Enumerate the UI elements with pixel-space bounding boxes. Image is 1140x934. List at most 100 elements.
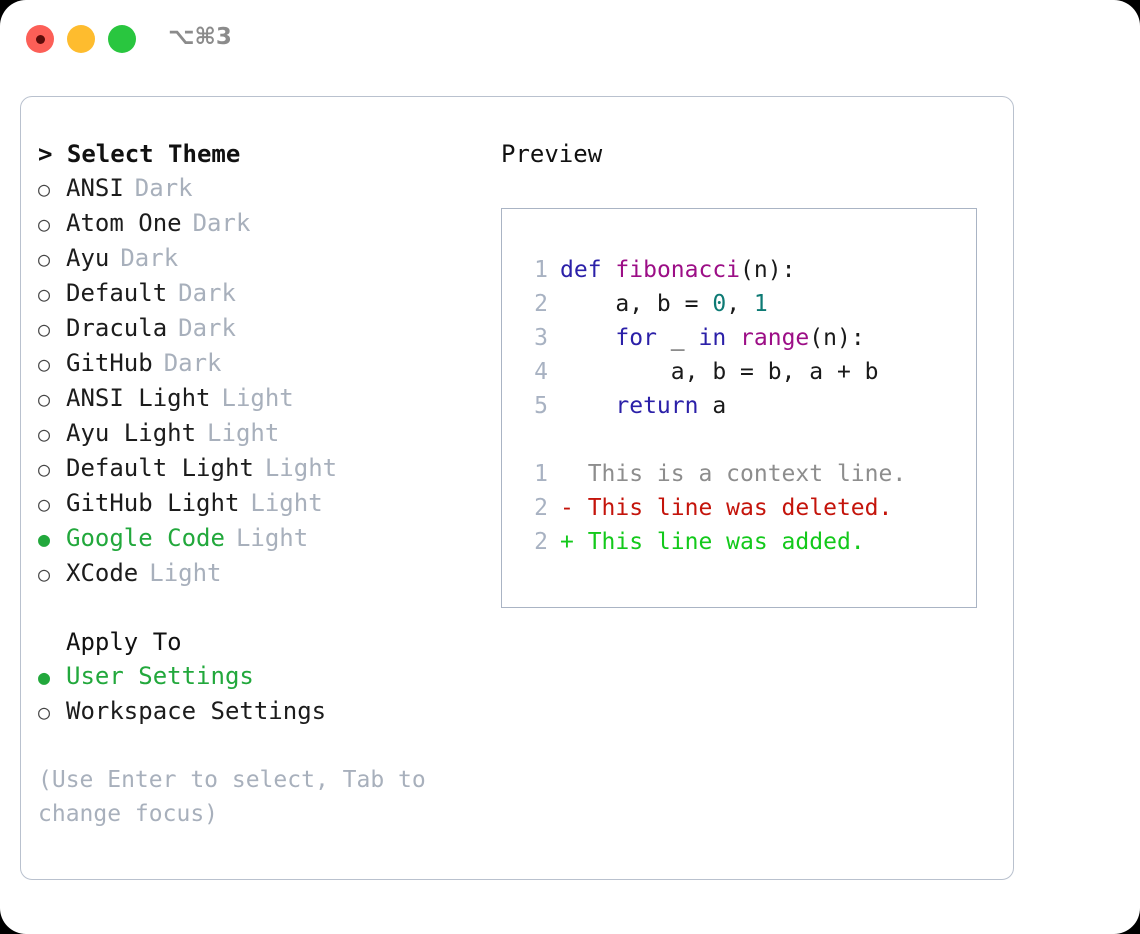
theme-option-xcode[interactable]: ○ XCode Light xyxy=(38,556,488,591)
line-number: 1 xyxy=(534,461,548,487)
diff-text: + This line was added. xyxy=(560,529,865,555)
token-kw: return xyxy=(615,393,699,419)
apply-to-option-list: ● User Settings ○ Workspace Settings xyxy=(38,659,488,729)
radio-unselected-icon[interactable]: ○ xyxy=(38,212,51,236)
diff-line-del: 2 - This line was deleted. xyxy=(514,491,976,525)
option-variant-tag: Light xyxy=(149,559,222,587)
line-number: 5 xyxy=(534,393,548,419)
token-pun xyxy=(560,393,615,419)
radio-unselected-icon[interactable]: ○ xyxy=(38,177,51,201)
select-theme-header: > Select Theme xyxy=(38,140,241,168)
option-label: ANSI xyxy=(66,174,124,202)
line-number: 2 xyxy=(534,529,548,555)
radio-unselected-icon[interactable]: ○ xyxy=(38,562,51,586)
option-label: Ayu xyxy=(66,244,110,272)
theme-option-ansi[interactable]: ○ ANSI Dark xyxy=(38,171,488,206)
theme-option-ayu[interactable]: ○ Ayu Dark xyxy=(38,241,488,276)
apply-option-user-settings[interactable]: ● User Settings xyxy=(38,659,488,694)
radio-unselected-icon[interactable]: ○ xyxy=(38,700,51,724)
token-pun: (n): xyxy=(809,325,865,351)
option-label: Atom One xyxy=(66,209,182,237)
theme-option-google-code[interactable]: ● Google Code Light xyxy=(38,521,488,556)
option-label: Default xyxy=(66,279,168,307)
option-variant-tag: Light xyxy=(250,489,323,517)
token-kw: for xyxy=(615,325,657,351)
radio-unselected-icon[interactable]: ○ xyxy=(38,492,51,516)
code-text: a, b = b, a + b xyxy=(560,355,879,389)
token-num: 1 xyxy=(753,291,768,317)
radio-selected-icon[interactable]: ● xyxy=(38,527,51,551)
code-text: for _ in range(n): xyxy=(560,321,865,355)
radio-unselected-icon[interactable]: ○ xyxy=(38,352,51,376)
option-label: XCode xyxy=(66,559,139,587)
option-variant-tag: Light xyxy=(235,524,309,552)
token-kw: in xyxy=(698,325,727,351)
section-spacer xyxy=(38,591,488,625)
theme-option-github-light[interactable]: ○ GitHub Light Light xyxy=(38,486,488,521)
title-bar: ⌥⌘3 xyxy=(0,0,1140,78)
option-label: User Settings xyxy=(66,662,254,690)
token-num: 0 xyxy=(712,291,727,317)
window-controls xyxy=(26,25,136,53)
diff-line-add: 2 + This line was added. xyxy=(514,525,976,559)
token-pun xyxy=(602,257,616,283)
radio-selected-icon[interactable]: ● xyxy=(38,665,51,689)
minimize-button[interactable] xyxy=(67,25,95,53)
option-label: ANSI Light xyxy=(66,384,211,412)
token-pun: _ xyxy=(656,325,699,351)
maximize-button[interactable] xyxy=(108,25,136,53)
token-kw: def xyxy=(560,257,602,283)
token-pun: a xyxy=(698,393,727,419)
line-number: 4 xyxy=(534,359,548,385)
option-label: Ayu Light xyxy=(66,419,197,447)
code-line: 2 a, b = 0, 1 xyxy=(514,287,976,321)
option-variant-tag: Dark xyxy=(163,349,222,377)
line-number: 1 xyxy=(534,257,548,283)
radio-unselected-icon[interactable]: ○ xyxy=(38,422,51,446)
radio-unselected-icon[interactable]: ○ xyxy=(38,457,51,481)
code-line: 4 a, b = b, a + b xyxy=(514,355,976,389)
radio-unselected-icon[interactable]: ○ xyxy=(38,387,51,411)
option-variant-tag: Dark xyxy=(120,244,179,272)
option-variant-tag: Dark xyxy=(134,174,193,202)
keyboard-shortcut-label: ⌥⌘3 xyxy=(168,24,232,50)
radio-unselected-icon[interactable]: ○ xyxy=(38,282,51,306)
diff-text: - This line was deleted. xyxy=(560,495,893,521)
token-pun xyxy=(726,325,740,351)
token-pun: a, b = b, a + b xyxy=(560,359,879,385)
option-label: GitHub Light xyxy=(66,489,240,517)
close-button[interactable] xyxy=(26,25,54,53)
diff-text: This is a context line. xyxy=(560,461,907,487)
code-text: def fibonacci(n): xyxy=(560,253,795,287)
theme-option-atom-one[interactable]: ○ Atom One Dark xyxy=(38,206,488,241)
code-line: 5 return a xyxy=(514,389,976,423)
keyboard-hint-text: (Use Enter to select, Tab to change focu… xyxy=(38,767,426,827)
option-label: Workspace Settings xyxy=(66,697,327,725)
diff-line-ctx: 1 This is a context line. xyxy=(514,457,976,491)
radio-unselected-icon[interactable]: ○ xyxy=(38,247,51,271)
radio-unselected-icon[interactable]: ○ xyxy=(38,317,51,341)
preview-spacer xyxy=(514,423,976,457)
apply-option-workspace-settings[interactable]: ○ Workspace Settings xyxy=(38,694,488,729)
token-pun: (n): xyxy=(740,257,796,283)
diff-sample: 1 This is a context line. 2 - This line wa… xyxy=(514,457,976,559)
option-variant-tag: Dark xyxy=(192,209,251,237)
line-number: 2 xyxy=(534,495,548,521)
line-number: 3 xyxy=(534,325,548,351)
code-sample: 1 def fibonacci(n):2 a, b = 0, 1 3 for _ i… xyxy=(514,253,976,423)
token-fn: range xyxy=(740,325,810,351)
option-label: Google Code xyxy=(66,524,225,552)
code-text: a, b = 0, 1 xyxy=(560,287,768,321)
code-text: return a xyxy=(560,389,726,423)
